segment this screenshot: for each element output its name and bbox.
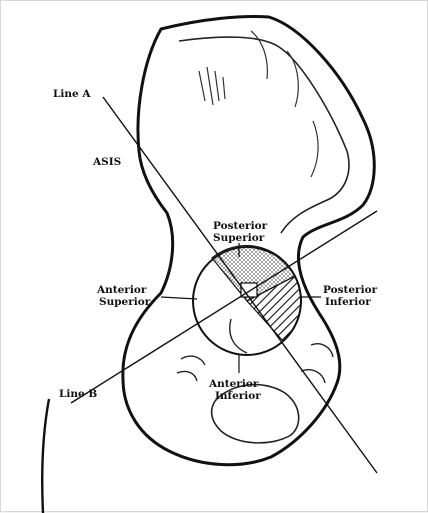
- thigh-outline: [42, 399, 49, 513]
- label-posterior-superior-1: Posterior: [213, 220, 268, 232]
- label-anterior-inferior-2: Inferior: [215, 390, 261, 402]
- acetabulum-socket: [193, 246, 301, 355]
- label-posterior-inferior-1: Posterior: [323, 284, 378, 296]
- label-anterior-superior-2: Superior: [99, 296, 151, 308]
- label-line-a: Line A: [53, 88, 91, 100]
- label-line-b: Line B: [59, 388, 97, 400]
- label-posterior-superior-2: Superior: [213, 232, 265, 244]
- label-anterior-inferior-1: Anterior: [208, 378, 259, 390]
- label-posterior-inferior-2: Inferior: [325, 296, 371, 308]
- label-anterior-superior-1: Anterior: [96, 284, 147, 296]
- label-asis: ASIS: [92, 156, 121, 168]
